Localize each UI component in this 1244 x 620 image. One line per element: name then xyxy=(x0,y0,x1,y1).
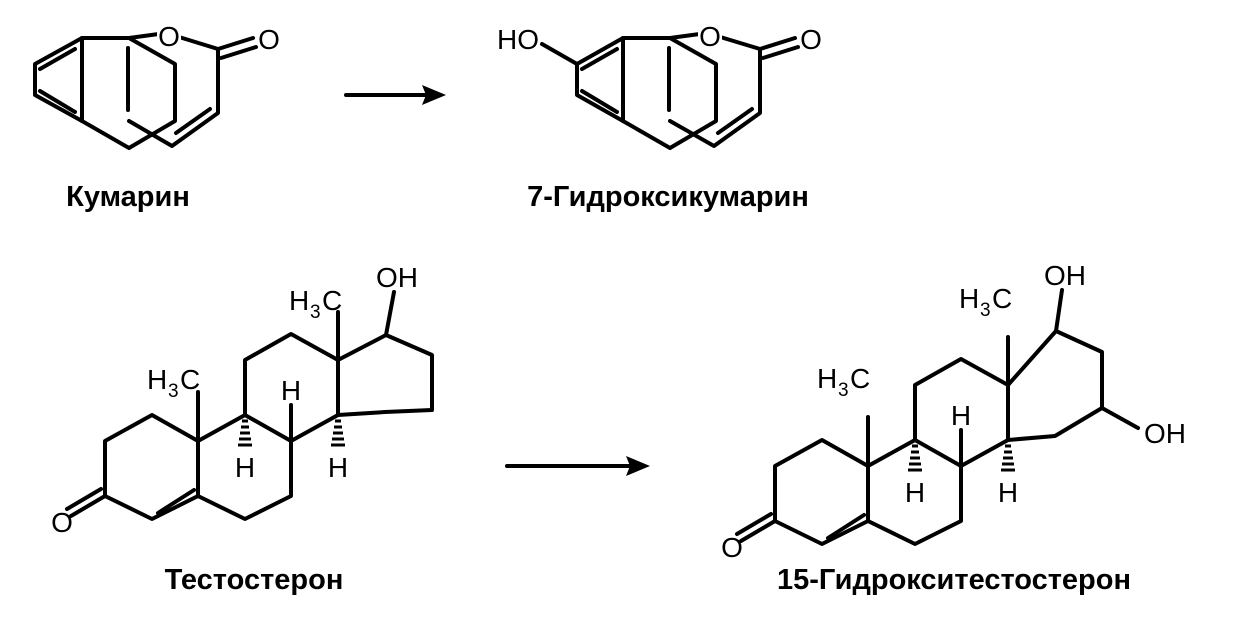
reaction-arrow-2 xyxy=(505,456,650,476)
ring-d xyxy=(1006,329,1104,442)
ring-d xyxy=(336,333,434,417)
ketone-bond xyxy=(735,512,773,536)
methyl-label: H 3 C xyxy=(817,363,870,401)
hydrogen-label: H xyxy=(905,477,925,508)
hydroxytestosterone-structure: O H H H OH OH H 3 C H 3 C xyxy=(721,260,1186,563)
svg-text:H: H xyxy=(959,283,979,314)
coumarin-skeleton xyxy=(33,36,177,150)
hashed-bond xyxy=(331,419,345,447)
hydroxyl-label: OH xyxy=(1044,260,1086,291)
double-bond xyxy=(156,488,196,515)
hydrogen-label: H xyxy=(951,400,971,431)
hydroxycoumarin-structure: O O HO xyxy=(497,21,822,150)
double-bond xyxy=(174,107,212,135)
double-bond xyxy=(580,47,619,71)
svg-text:H: H xyxy=(817,363,837,394)
double-bond xyxy=(826,513,866,540)
ring-oxygen-label: O xyxy=(158,21,180,52)
carbonyl-bond xyxy=(216,36,255,51)
svg-text:3: 3 xyxy=(980,300,991,321)
hydroxycoumarin-skeleton xyxy=(575,36,718,150)
carbonyl-bond xyxy=(761,45,800,60)
hashed-bond xyxy=(238,419,252,447)
carbonyl-bond xyxy=(219,45,258,60)
coumarin-structure: O O xyxy=(33,21,280,150)
testosterone-structure: O H H H OH H 3 C H 3 C xyxy=(51,262,434,538)
hydrogen-label: H xyxy=(235,452,255,483)
ketone-bond xyxy=(65,487,103,511)
ketone-oxygen-label: O xyxy=(51,507,73,538)
double-bond xyxy=(38,47,77,71)
hydroxycoumarin-name: 7-Гидроксикумарин xyxy=(527,181,809,213)
svg-text:C: C xyxy=(322,285,342,316)
double-bond xyxy=(38,89,77,114)
ring-b xyxy=(196,413,293,521)
svg-text:C: C xyxy=(180,364,200,395)
hydroxyl-bond xyxy=(1100,406,1140,430)
coumarin-name: Кумарин xyxy=(66,181,190,213)
ketone-bond xyxy=(739,519,777,543)
hydrogen-label: H xyxy=(281,375,301,406)
svg-text:C: C xyxy=(850,363,870,394)
ketone-bond xyxy=(69,494,107,518)
svg-text:C: C xyxy=(992,283,1012,314)
carbonyl-bond xyxy=(758,36,797,51)
hydroxyl-label: HO xyxy=(497,24,539,55)
ketone-oxygen-label: O xyxy=(721,532,743,563)
double-bond xyxy=(716,107,754,135)
hashed-bond xyxy=(1001,444,1015,472)
ring-a xyxy=(103,413,200,521)
reaction-arrow-1 xyxy=(344,85,446,105)
hydrogen-label: H xyxy=(328,452,348,483)
svg-text:H: H xyxy=(147,364,167,395)
ring-c xyxy=(243,332,340,443)
svg-text:H: H xyxy=(289,285,309,316)
hydrogen-label: H xyxy=(998,477,1018,508)
hydroxyl-bond xyxy=(1054,288,1064,333)
hydroxyl-label: OH xyxy=(376,262,418,293)
double-bond xyxy=(580,89,619,114)
svg-text:3: 3 xyxy=(838,380,849,401)
methyl-label: H 3 C xyxy=(959,283,1012,321)
methyl-label: H 3 C xyxy=(147,364,200,402)
ring-b xyxy=(866,438,963,546)
carbonyl-oxygen-label: O xyxy=(800,24,822,55)
svg-text:3: 3 xyxy=(310,302,321,323)
carbonyl-oxygen-label: O xyxy=(258,24,280,55)
ring-oxygen-label: O xyxy=(699,21,721,52)
testosterone-name: Тестостерон xyxy=(165,564,344,596)
hashed-bond xyxy=(908,444,922,472)
ring-a xyxy=(773,438,870,546)
hydroxyl-bond xyxy=(384,290,396,337)
hydroxyl-bond xyxy=(540,42,579,66)
hydroxytestosterone-name: 15-Гидрокситестостерон xyxy=(777,564,1131,596)
ring-c xyxy=(913,357,1010,468)
methyl-label: H 3 C xyxy=(289,285,342,323)
svg-text:3: 3 xyxy=(168,381,179,402)
hydroxyl-label: OH xyxy=(1144,418,1186,449)
